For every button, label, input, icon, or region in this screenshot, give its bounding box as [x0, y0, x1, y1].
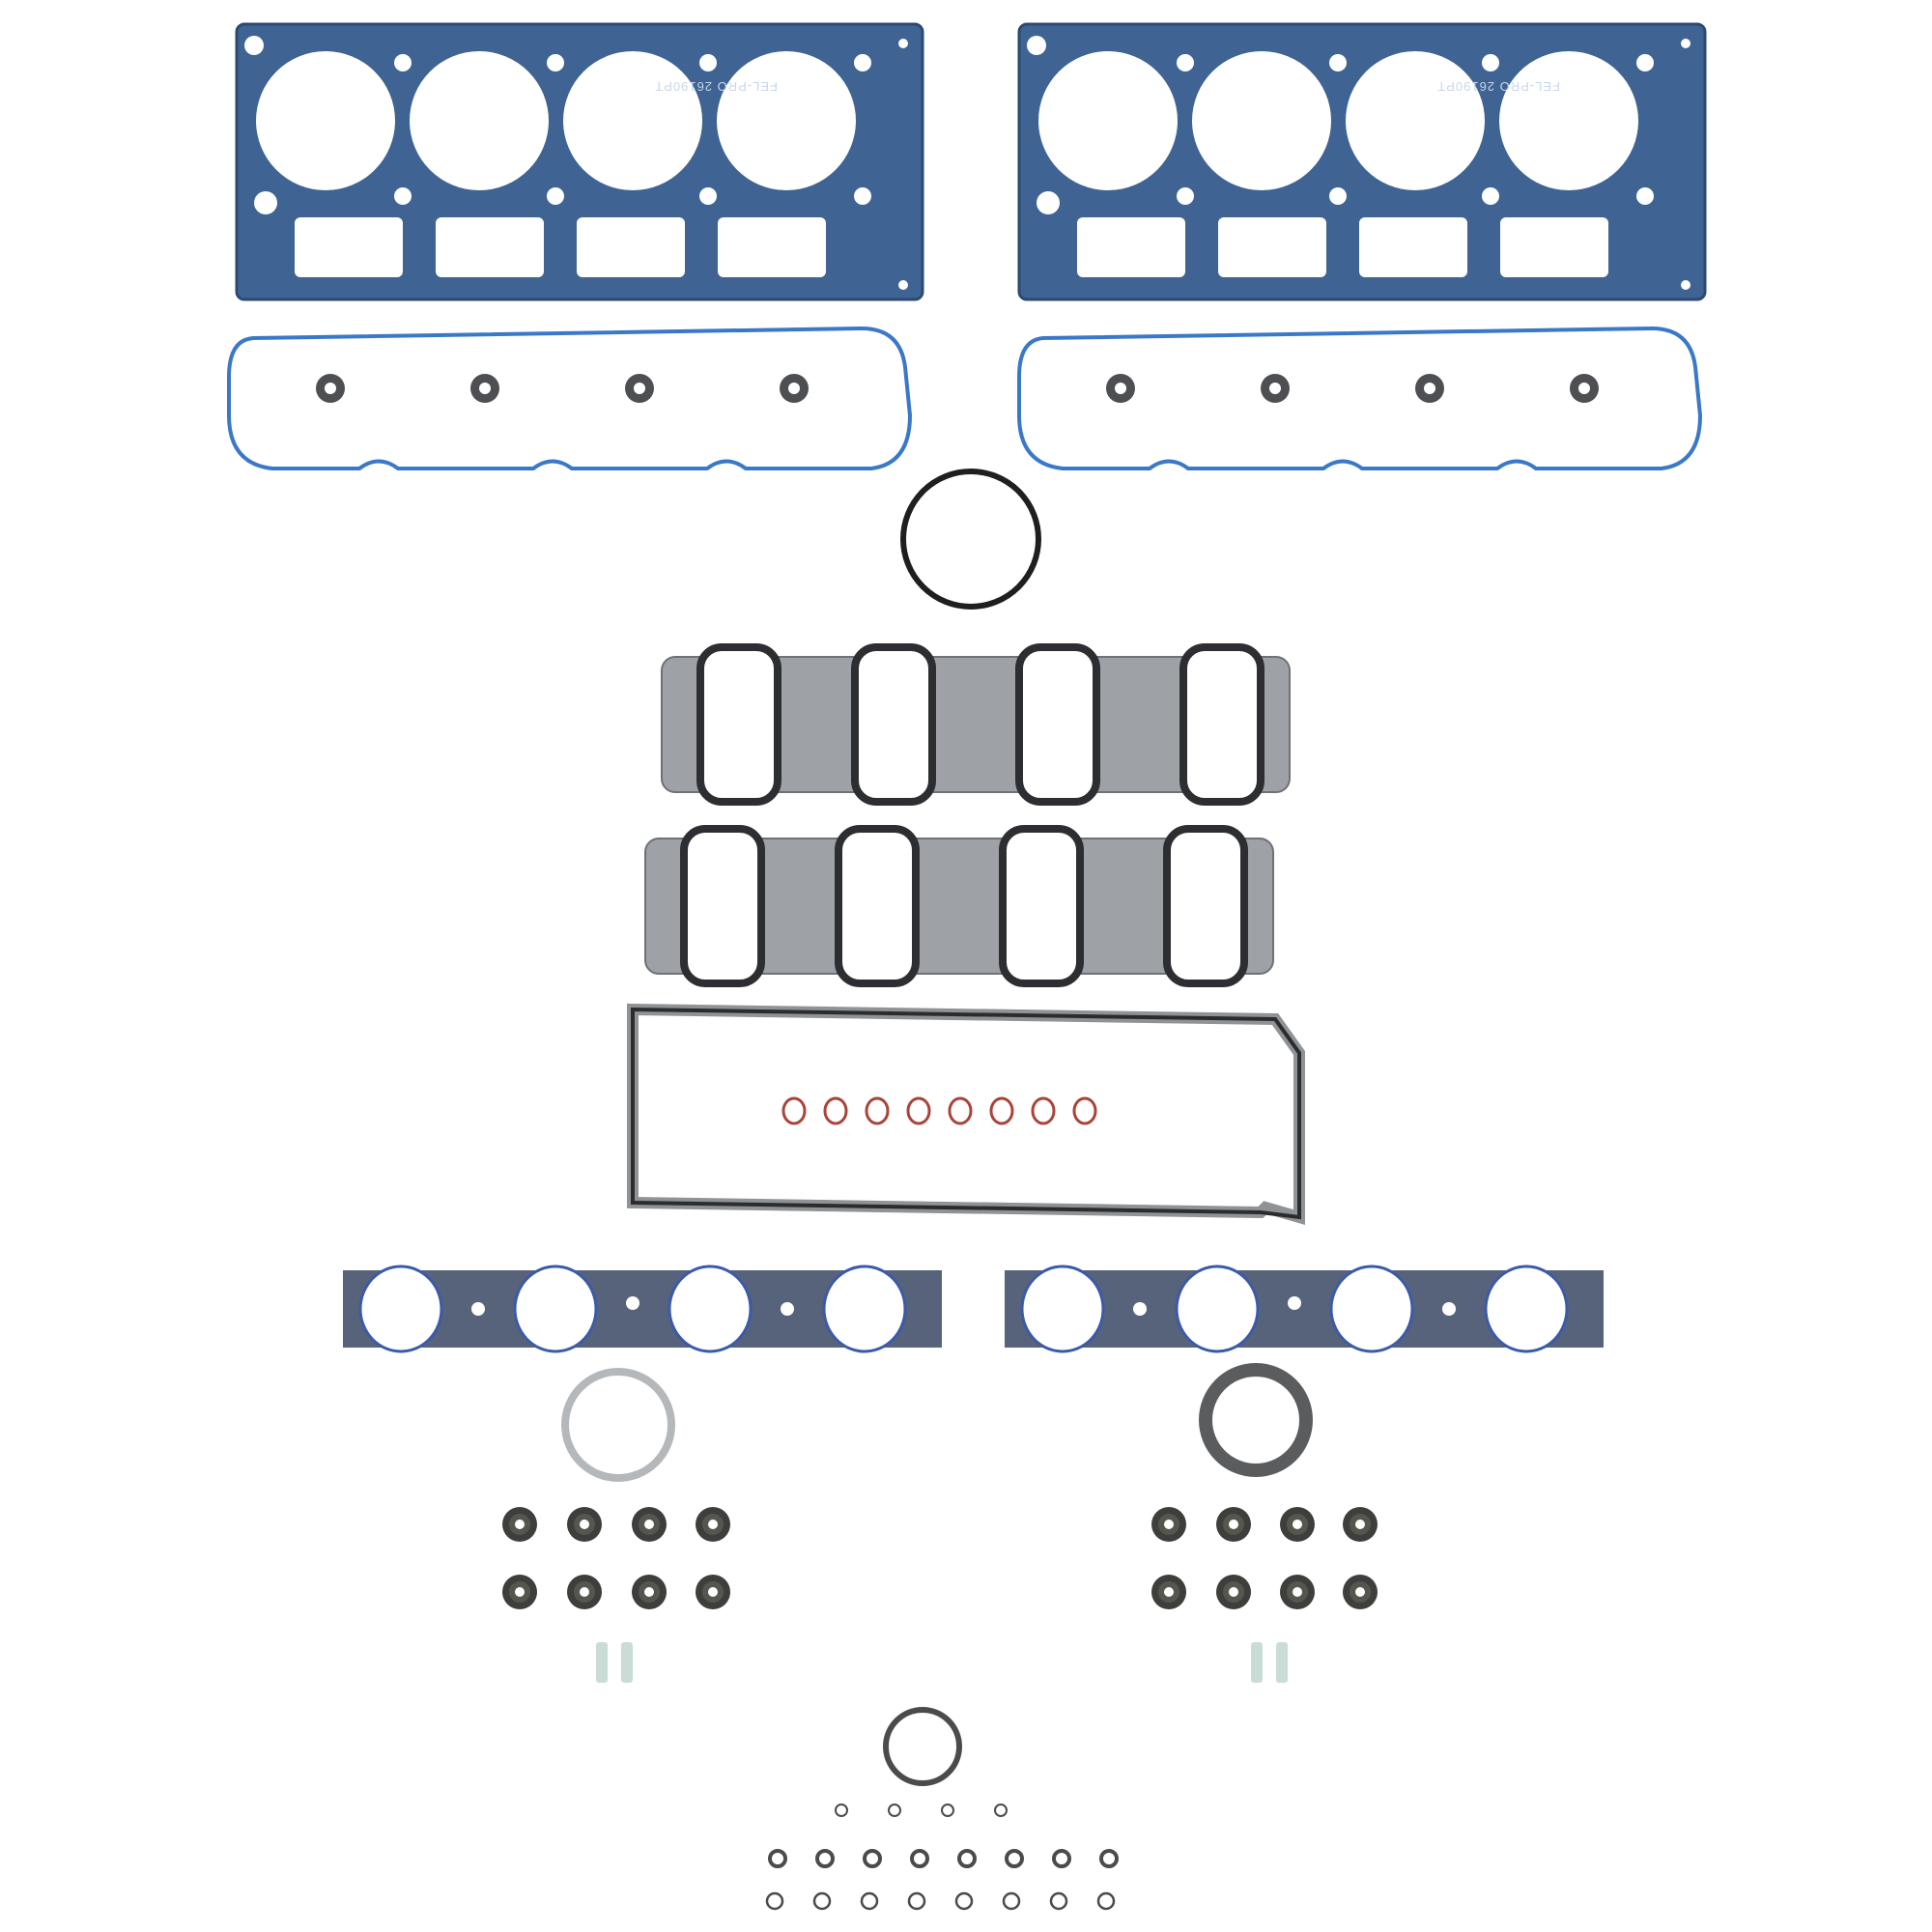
valley-cover-gasket: [627, 1003, 1305, 1225]
valve-stem-seals-left: [502, 1507, 730, 1609]
exhaust-ring-left: [561, 1368, 675, 1482]
exhaust-manifold-gasket-right: [1003, 1264, 1605, 1353]
intake-manifold-gasket-upper: [662, 647, 1290, 802]
svg-text:FEL-PRO 26190PT: FEL-PRO 26190PT: [1436, 79, 1560, 94]
valve-cover-gasket-right: [1017, 327, 1702, 470]
small-orings: [765, 1707, 1119, 1911]
exhaust-ring-right: [1199, 1363, 1313, 1477]
dowel-sleeves: [596, 1642, 1288, 1683]
head-gasket-left: FEL-PRO 26190PT: [235, 22, 924, 301]
throttle-body-seal: [900, 469, 1041, 610]
valve-cover-gasket-left: [227, 327, 912, 470]
head-gasket-right: FEL-PRO 26190PT: [1017, 22, 1707, 301]
intake-manifold-gasket-lower: [645, 829, 1273, 983]
svg-text:FEL-PRO 26190PT: FEL-PRO 26190PT: [654, 79, 778, 94]
exhaust-manifold-gasket-left: [341, 1264, 944, 1353]
valve-stem-seals-right: [1151, 1507, 1378, 1609]
